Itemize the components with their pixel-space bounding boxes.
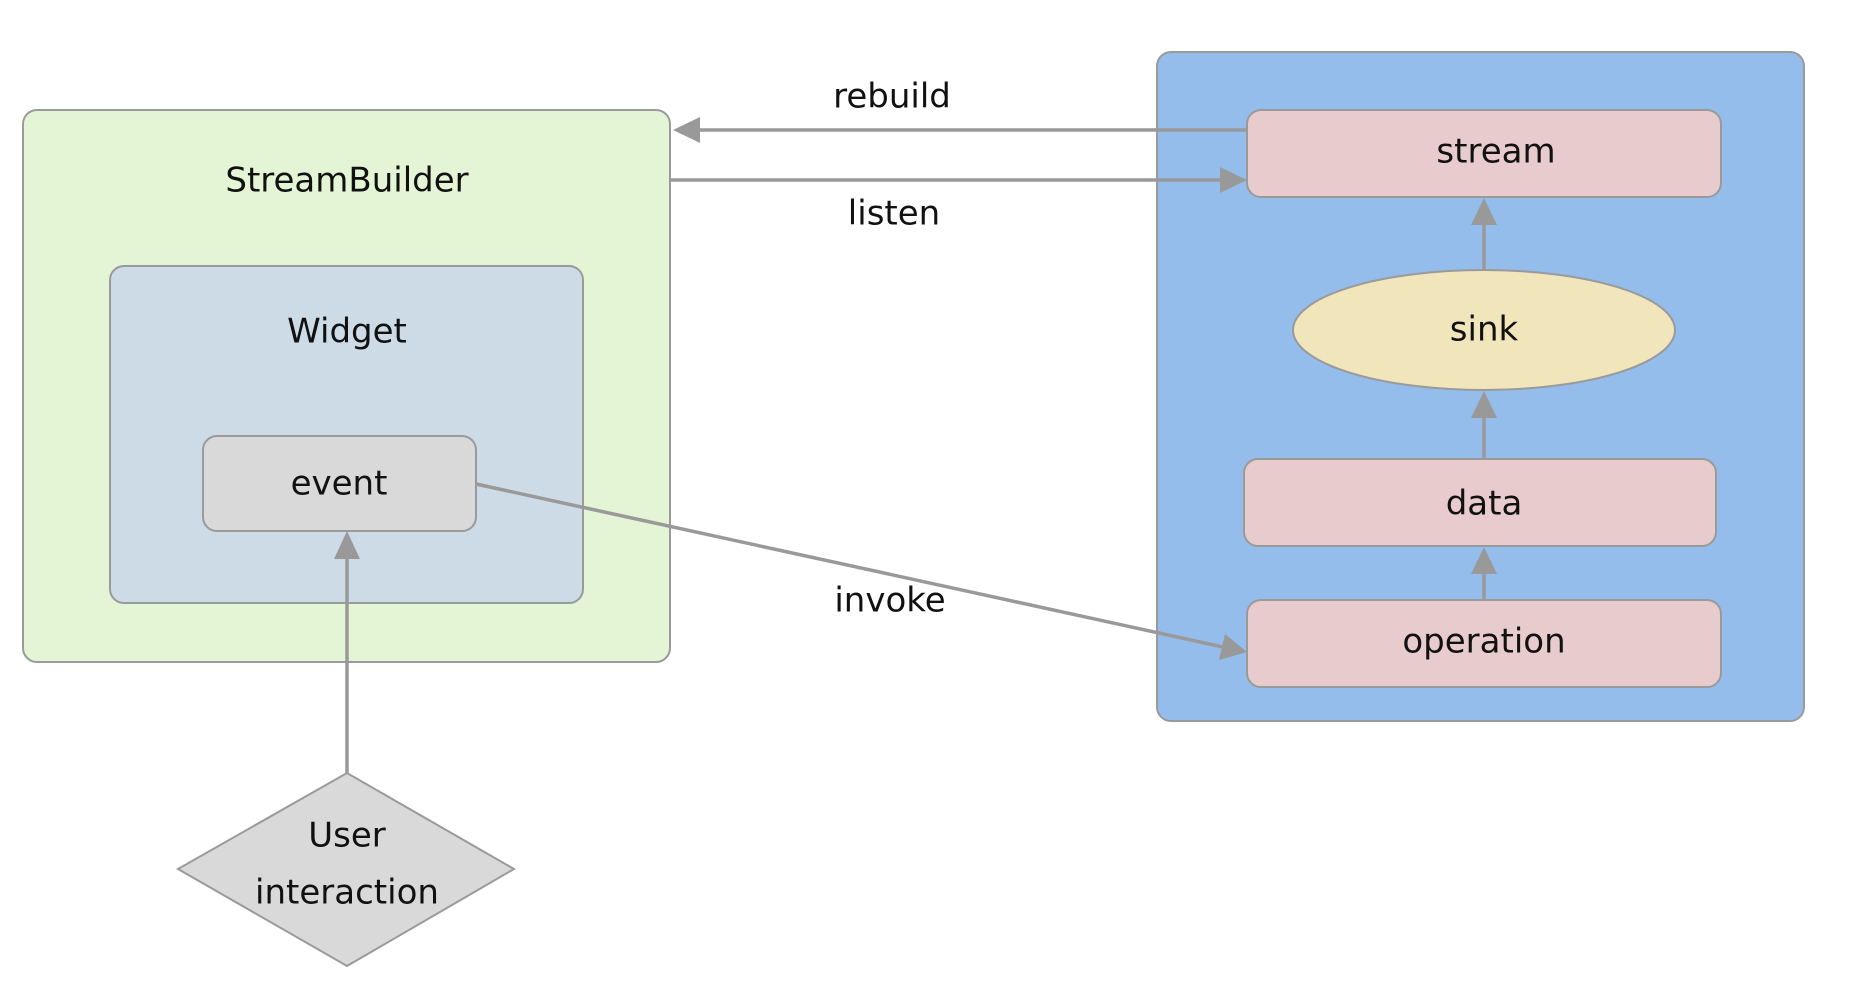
widget-label: Widget: [287, 312, 407, 352]
invoke-label: invoke: [834, 581, 945, 621]
event-box: [202, 435, 477, 532]
invoke-arrow: [475, 482, 1247, 660]
operation-label: operation: [1402, 622, 1565, 662]
data-to-sink-arrow: [1471, 391, 1497, 459]
sink-label: sink: [1450, 310, 1519, 350]
stream-builder-label: StreamBuilder: [225, 161, 468, 201]
listen-label: listen: [848, 194, 940, 234]
user-to-event-arrow: [334, 531, 360, 773]
user-interaction-label-line2: interaction: [255, 873, 439, 913]
stream-box: [1246, 109, 1722, 198]
rebuild-arrow: [673, 117, 1247, 143]
stream-label: stream: [1436, 132, 1555, 172]
user-interaction-label-line1: User: [308, 816, 386, 856]
data-label: data: [1446, 484, 1523, 524]
data-box: [1243, 458, 1717, 547]
event-label: event: [291, 464, 388, 504]
operation-to-data-arrow: [1471, 547, 1497, 600]
listen-arrow: [670, 167, 1247, 193]
user-interaction-diamond: [175, 771, 516, 968]
rebuild-label: rebuild: [833, 77, 951, 117]
sink-to-stream-arrow: [1471, 198, 1497, 270]
